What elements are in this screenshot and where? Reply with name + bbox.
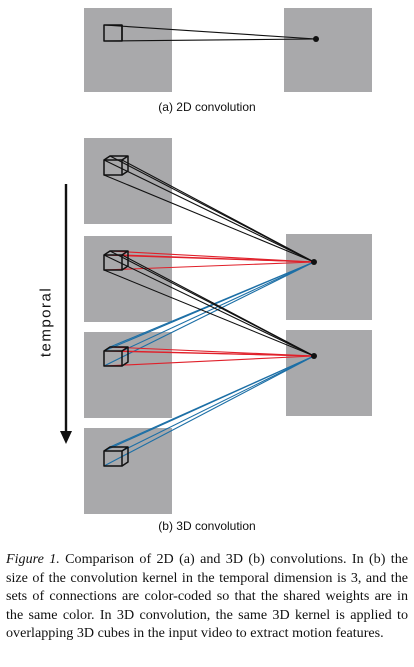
subcaption-2d: (a) 2D convolution [158, 100, 256, 114]
connections-black-1 [103, 155, 315, 263]
caption-text: Comparison of 2D (a) and 3D (b) convolut… [6, 551, 408, 642]
connections-blue-2 [103, 355, 315, 467]
caption-label: Figure 1. [6, 551, 60, 567]
temporal-arrow [60, 184, 72, 444]
kernel-cube-3 [103, 346, 129, 367]
panel-2d [84, 8, 372, 92]
input-frame-4 [84, 428, 172, 514]
subcaption-3d: (b) 3D convolution [158, 519, 256, 533]
connections-2d [103, 24, 317, 42]
connections-red-1 [103, 250, 315, 271]
output-map-1 [286, 234, 372, 320]
output-unit-2 [311, 353, 317, 359]
output-map-2 [286, 330, 372, 416]
output-unit-2d [313, 36, 319, 42]
kernel-cube-1 [103, 155, 129, 176]
output-unit-1 [311, 259, 317, 265]
panel-3d [60, 138, 372, 514]
output-map-2d [284, 8, 372, 92]
convolution-figure [60, 8, 372, 514]
input-frame-2 [84, 236, 172, 322]
input-map-2d [84, 8, 172, 92]
kernel-cube-4 [103, 446, 129, 467]
temporal-axis-label: temporal [37, 286, 55, 358]
figure-caption: Figure 1. Comparison of 2D (a) and 3D (b… [6, 550, 408, 643]
connections-red-2 [103, 346, 315, 367]
kernel-cube-2 [103, 250, 129, 271]
connections-black-2 [103, 250, 315, 357]
kernel-2d [103, 24, 123, 42]
input-frame-3 [84, 332, 172, 418]
